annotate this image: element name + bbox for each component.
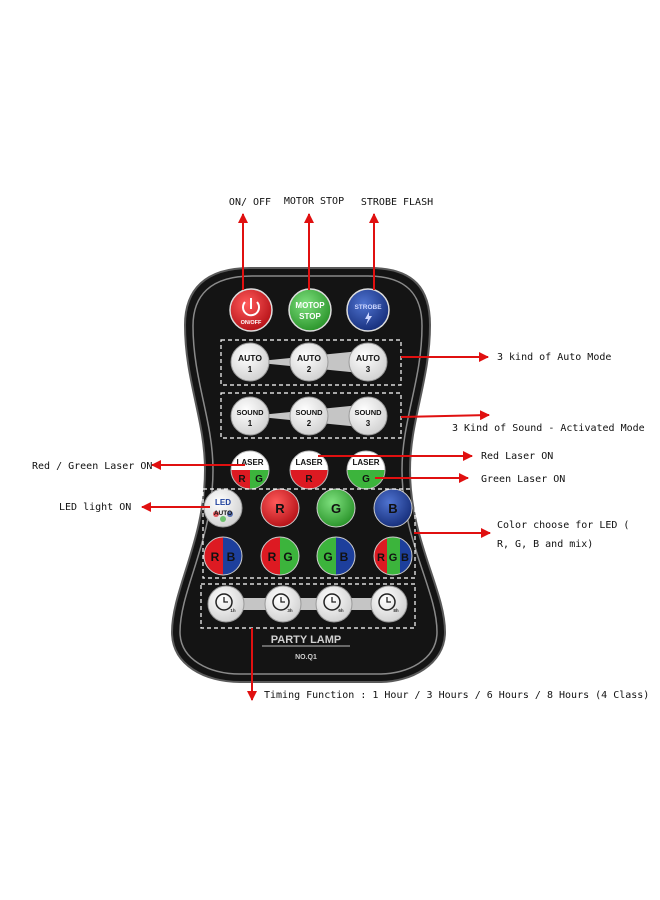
sound-button-2[interactable]: SOUND 2 (289, 396, 329, 436)
color-red-button[interactable]: R (260, 488, 300, 528)
timer-button-3h[interactable]: 3h (264, 585, 302, 623)
clock-icon (215, 593, 233, 611)
label-timing: Timing Function : 1 Hour / 3 Hours / 6 H… (264, 690, 649, 701)
power-label: ON/OFF (241, 320, 262, 326)
laser-rg-r: R (238, 474, 246, 485)
model-label: NO.Q1 (295, 654, 317, 661)
laser-r-letter: R (305, 474, 313, 485)
auto-2-word: AUTO (297, 353, 321, 363)
laser-g-word: LASER (352, 458, 379, 467)
laser-rg-word: LASER (236, 458, 263, 467)
auto-1-word: AUTO (238, 353, 262, 363)
sound-button-1[interactable]: SOUND 1 (230, 396, 270, 436)
sound-3-num: 3 (366, 419, 371, 428)
label-strobe-flash: STROBE FLASH (361, 197, 433, 208)
label-color-choose-2: R, G, B and mix) (497, 539, 593, 550)
mix-rgb-g: G (389, 552, 398, 564)
sound-2-num: 2 (307, 419, 312, 428)
mix-red-blue-button[interactable]: R B (203, 536, 243, 576)
laser-red-green-button[interactable]: LASER R G (230, 450, 270, 490)
laser-rg-g: G (255, 474, 263, 485)
sound-1-num: 1 (248, 419, 253, 428)
timer-button-8h[interactable]: 8h (370, 585, 408, 623)
remote-inner-outline (179, 275, 438, 675)
led-auto-word: AUTO (214, 510, 232, 517)
sound-1-word: SOUND (236, 408, 264, 417)
auto-button-3[interactable]: AUTO 3 (348, 342, 388, 382)
led-group-box (202, 488, 416, 579)
color-r-letter: R (275, 501, 285, 516)
label-led-light: LED light ON (59, 502, 131, 513)
timer-4-label: 8h (393, 608, 399, 613)
mix-rgb-button[interactable]: R G B (373, 536, 413, 576)
group-boxes (200, 339, 416, 629)
power-icon (242, 301, 260, 317)
color-blue-button[interactable]: B (373, 488, 413, 528)
laser-g-letter: G (362, 474, 370, 485)
mix-gb-b: B (340, 550, 349, 564)
brand-label: PARTY LAMP (271, 634, 342, 646)
motor-stop-button[interactable]: MOTOP STOP (288, 288, 332, 332)
mix-gb-g: G (323, 550, 332, 564)
arrow-sound-mode (400, 410, 490, 421)
clock-icon (323, 593, 341, 611)
label-rg-laser: Red / Green Laser ON (32, 461, 152, 472)
auto-button-2[interactable]: AUTO 2 (289, 342, 329, 382)
timer-1-label: 1h (230, 608, 236, 613)
mix-rg-g: G (283, 550, 292, 564)
color-green-button[interactable]: G (316, 488, 356, 528)
led-auto-button[interactable]: LED AUTO (203, 488, 243, 528)
sound-2-word: SOUND (295, 408, 323, 417)
sound-button-3[interactable]: SOUND 3 (348, 396, 388, 436)
mix-green-blue-button[interactable]: G B (316, 536, 356, 576)
motor-label-top: MOTOP (295, 301, 325, 310)
strobe-button[interactable]: STROBE (346, 288, 390, 332)
timer-3-label: 6h (338, 608, 344, 613)
sound-3-word: SOUND (354, 408, 382, 417)
label-sound-mode: 3 Kind of Sound - Activated Mode (452, 423, 645, 434)
timer-2-label: 3h (287, 608, 293, 613)
lightning-icon (365, 312, 372, 325)
power-button[interactable]: ON/OFF (229, 288, 273, 332)
led-word: LED (215, 498, 231, 507)
callout-arrows (141, 213, 491, 701)
mix-rgb-b: B (401, 552, 409, 564)
auto-2-num: 2 (307, 365, 312, 374)
label-on-off: ON/ OFF (229, 197, 271, 208)
timer-connector (222, 598, 394, 610)
strobe-label: STROBE (354, 304, 382, 311)
label-auto-mode: 3 kind of Auto Mode (497, 352, 611, 363)
timer-group-box (200, 583, 416, 629)
color-b-letter: B (388, 501, 397, 516)
motor-label-bottom: STOP (299, 312, 321, 321)
timer-button-1h[interactable]: 1h (207, 585, 245, 623)
auto-1-num: 1 (248, 365, 253, 374)
laser-r-word: LASER (295, 458, 322, 467)
mix-rb-r: R (211, 550, 220, 564)
mix-rb-b: B (227, 550, 236, 564)
sound-group-box (220, 392, 402, 439)
mix-rg-r: R (268, 550, 277, 564)
remote-control: ON/OFF MOTOP STOP STROBE AUTO 1 AUTO 2 (170, 267, 447, 683)
mix-red-green-button[interactable]: R G (260, 536, 300, 576)
label-motor-stop: MOTOR STOP (284, 196, 344, 207)
label-color-choose-1: Color choose for LED ( (497, 520, 629, 531)
label-red-laser: Red Laser ON (481, 451, 553, 462)
clock-icon (272, 593, 290, 611)
auto-button-1[interactable]: AUTO 1 (230, 342, 270, 382)
auto-group-box (220, 339, 402, 386)
auto-3-num: 3 (366, 365, 371, 374)
label-green-laser: Green Laser ON (481, 474, 565, 485)
clock-icon (378, 593, 396, 611)
color-g-letter: G (331, 501, 341, 516)
mix-rgb-r: R (377, 552, 385, 564)
auto-3-word: AUTO (356, 353, 380, 363)
timer-button-6h[interactable]: 6h (315, 585, 353, 623)
